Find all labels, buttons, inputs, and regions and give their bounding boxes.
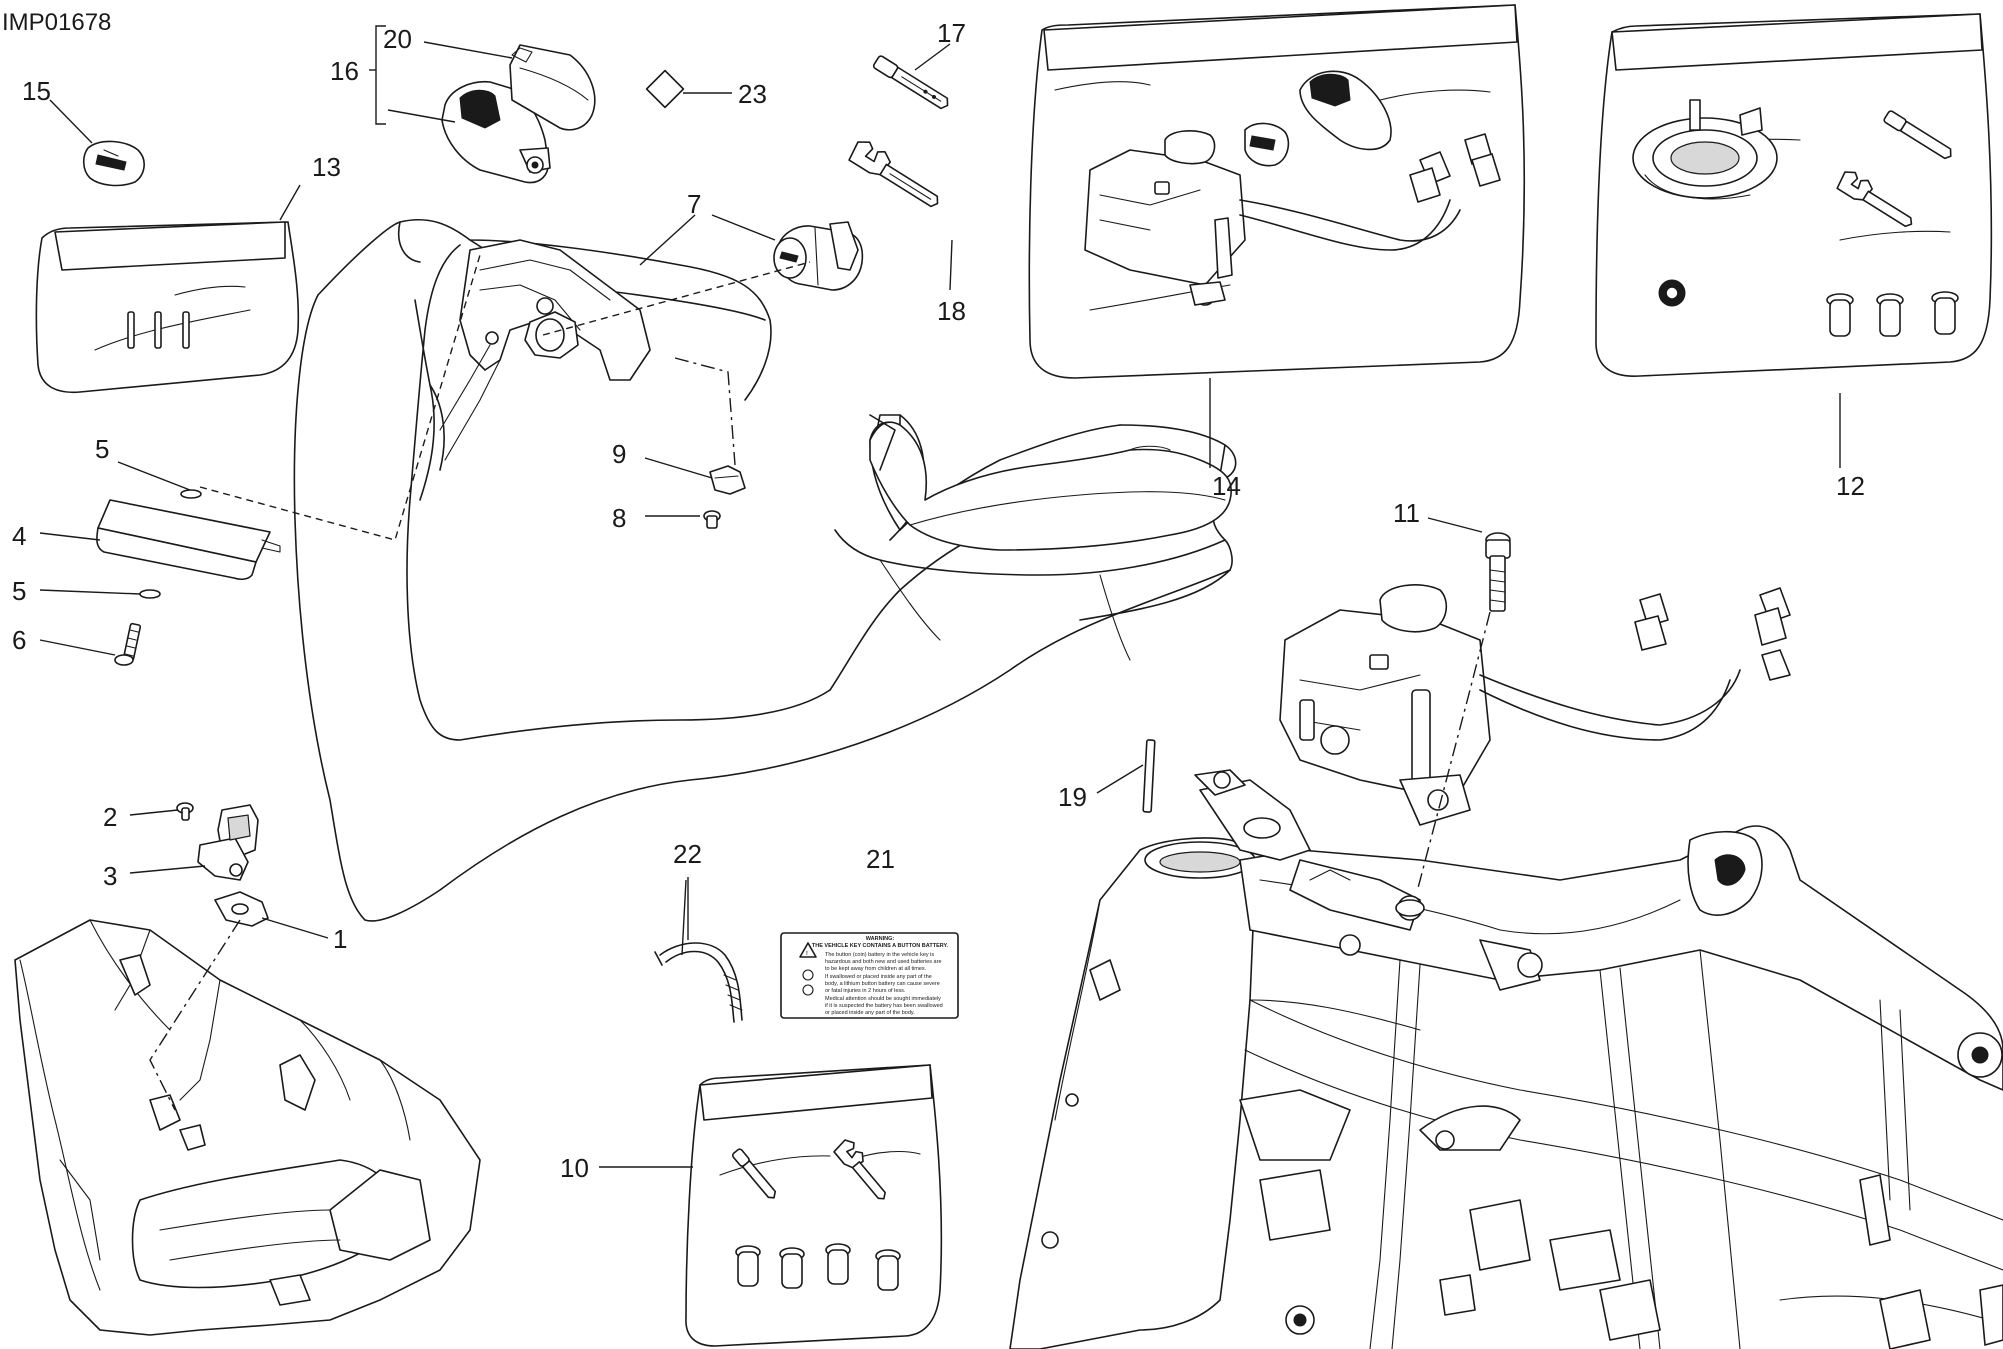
- callout-4: 4: [12, 521, 26, 551]
- warning-line: to be kept away from children at all tim…: [825, 966, 927, 972]
- part-5-washer-lower: [139, 589, 161, 599]
- part-21-warning-label: ! WARNING: THE VEHICLE KEY CONTAINS A BU…: [780, 932, 959, 1019]
- callout-numbers: 15 13 16 20 23 17 18 7 9 8 5 4 5 6 2 3 1…: [12, 18, 1865, 1183]
- frame-drawing: [1009, 769, 2003, 1349]
- callout-9: 9: [612, 439, 626, 469]
- assembly-lines: [149, 254, 1491, 1111]
- ecu-assembly: [1279, 584, 1791, 826]
- callout-22: 22: [673, 839, 702, 869]
- warning-line: Medical attention should be sought immed…: [825, 996, 941, 1002]
- part-15-key-cover: [82, 140, 145, 187]
- callout-12: 12: [1836, 471, 1865, 501]
- callout-7: 7: [687, 189, 701, 219]
- part-22-clip: [654, 942, 743, 1023]
- callout-15: 15: [22, 76, 51, 106]
- part-6-bolt: [114, 622, 142, 666]
- frame-mount-washer: [1395, 899, 1425, 917]
- leader-lines: [39, 25, 1841, 1168]
- part-23-tag: [645, 69, 685, 109]
- warning-title: WARNING:: [866, 936, 895, 942]
- callout-19: 19: [1058, 782, 1087, 812]
- document-code: IMP01678: [2, 9, 111, 36]
- part-13-bag: [35, 221, 300, 394]
- callout-16: 16: [330, 56, 359, 86]
- part-14-bag-kit: [1028, 4, 1526, 379]
- part-5-washer-upper: [180, 489, 202, 499]
- part-9-clip: [709, 465, 746, 495]
- callout-18: 18: [937, 296, 966, 326]
- callout-10: 10: [560, 1153, 589, 1183]
- warning-line: hazardous and both new and used batterie…: [825, 959, 942, 965]
- callout-23: 23: [738, 79, 767, 109]
- part-18-fork-key: [848, 141, 939, 208]
- part-11-bolt: [1485, 532, 1511, 612]
- warning-line: body, a lithium button battery can cause…: [825, 981, 940, 987]
- warning-line: or fatal injuries in 2 hours of less.: [825, 988, 906, 994]
- fairing-frame-drawing: [293, 218, 1237, 922]
- callout-1: 1: [333, 924, 347, 954]
- part-10-bag-kit: [685, 1064, 943, 1347]
- callout-8: 8: [612, 503, 626, 533]
- callout-20: 20: [383, 24, 412, 54]
- callout-21: 21: [866, 844, 895, 874]
- callout-14: 14: [1212, 471, 1241, 501]
- callout-5-upper: 5: [95, 434, 109, 464]
- callout-3: 3: [103, 861, 117, 891]
- part-8-screw: [703, 510, 721, 529]
- part-7-lock-nut: [524, 311, 579, 359]
- warning-line: or placed inside any part of the body.: [825, 1010, 915, 1016]
- svg-text:!: !: [806, 951, 808, 957]
- part-16-key-fob: [441, 44, 596, 184]
- callout-2: 2: [103, 802, 117, 832]
- part-17-blank-key: [872, 55, 949, 110]
- part-7-lock-barrel: [773, 221, 864, 291]
- callout-13: 13: [312, 152, 341, 182]
- callout-6: 6: [12, 625, 26, 655]
- part-19-pin: [1142, 739, 1156, 813]
- warning-line: if it is suspected the battery has been …: [825, 1003, 943, 1009]
- part-1-gasket: [214, 891, 269, 927]
- upper-fairing-drawing: [14, 919, 481, 1336]
- warning-subtitle: THE VEHICLE KEY CONTAINS A BUTTON BATTER…: [812, 943, 949, 949]
- part-12-bag-kit: [1595, 13, 1993, 377]
- warning-line: If swallowed or placed inside any part o…: [825, 974, 932, 980]
- part-3-sensor: [197, 804, 259, 881]
- part-4-panel: [96, 499, 281, 581]
- warning-line: The button (coin) battery in the vehicle…: [825, 952, 934, 958]
- callout-5-lower: 5: [12, 576, 26, 606]
- callout-17: 17: [937, 18, 966, 48]
- part-2-screw: [176, 802, 194, 821]
- callout-11: 11: [1393, 498, 1420, 528]
